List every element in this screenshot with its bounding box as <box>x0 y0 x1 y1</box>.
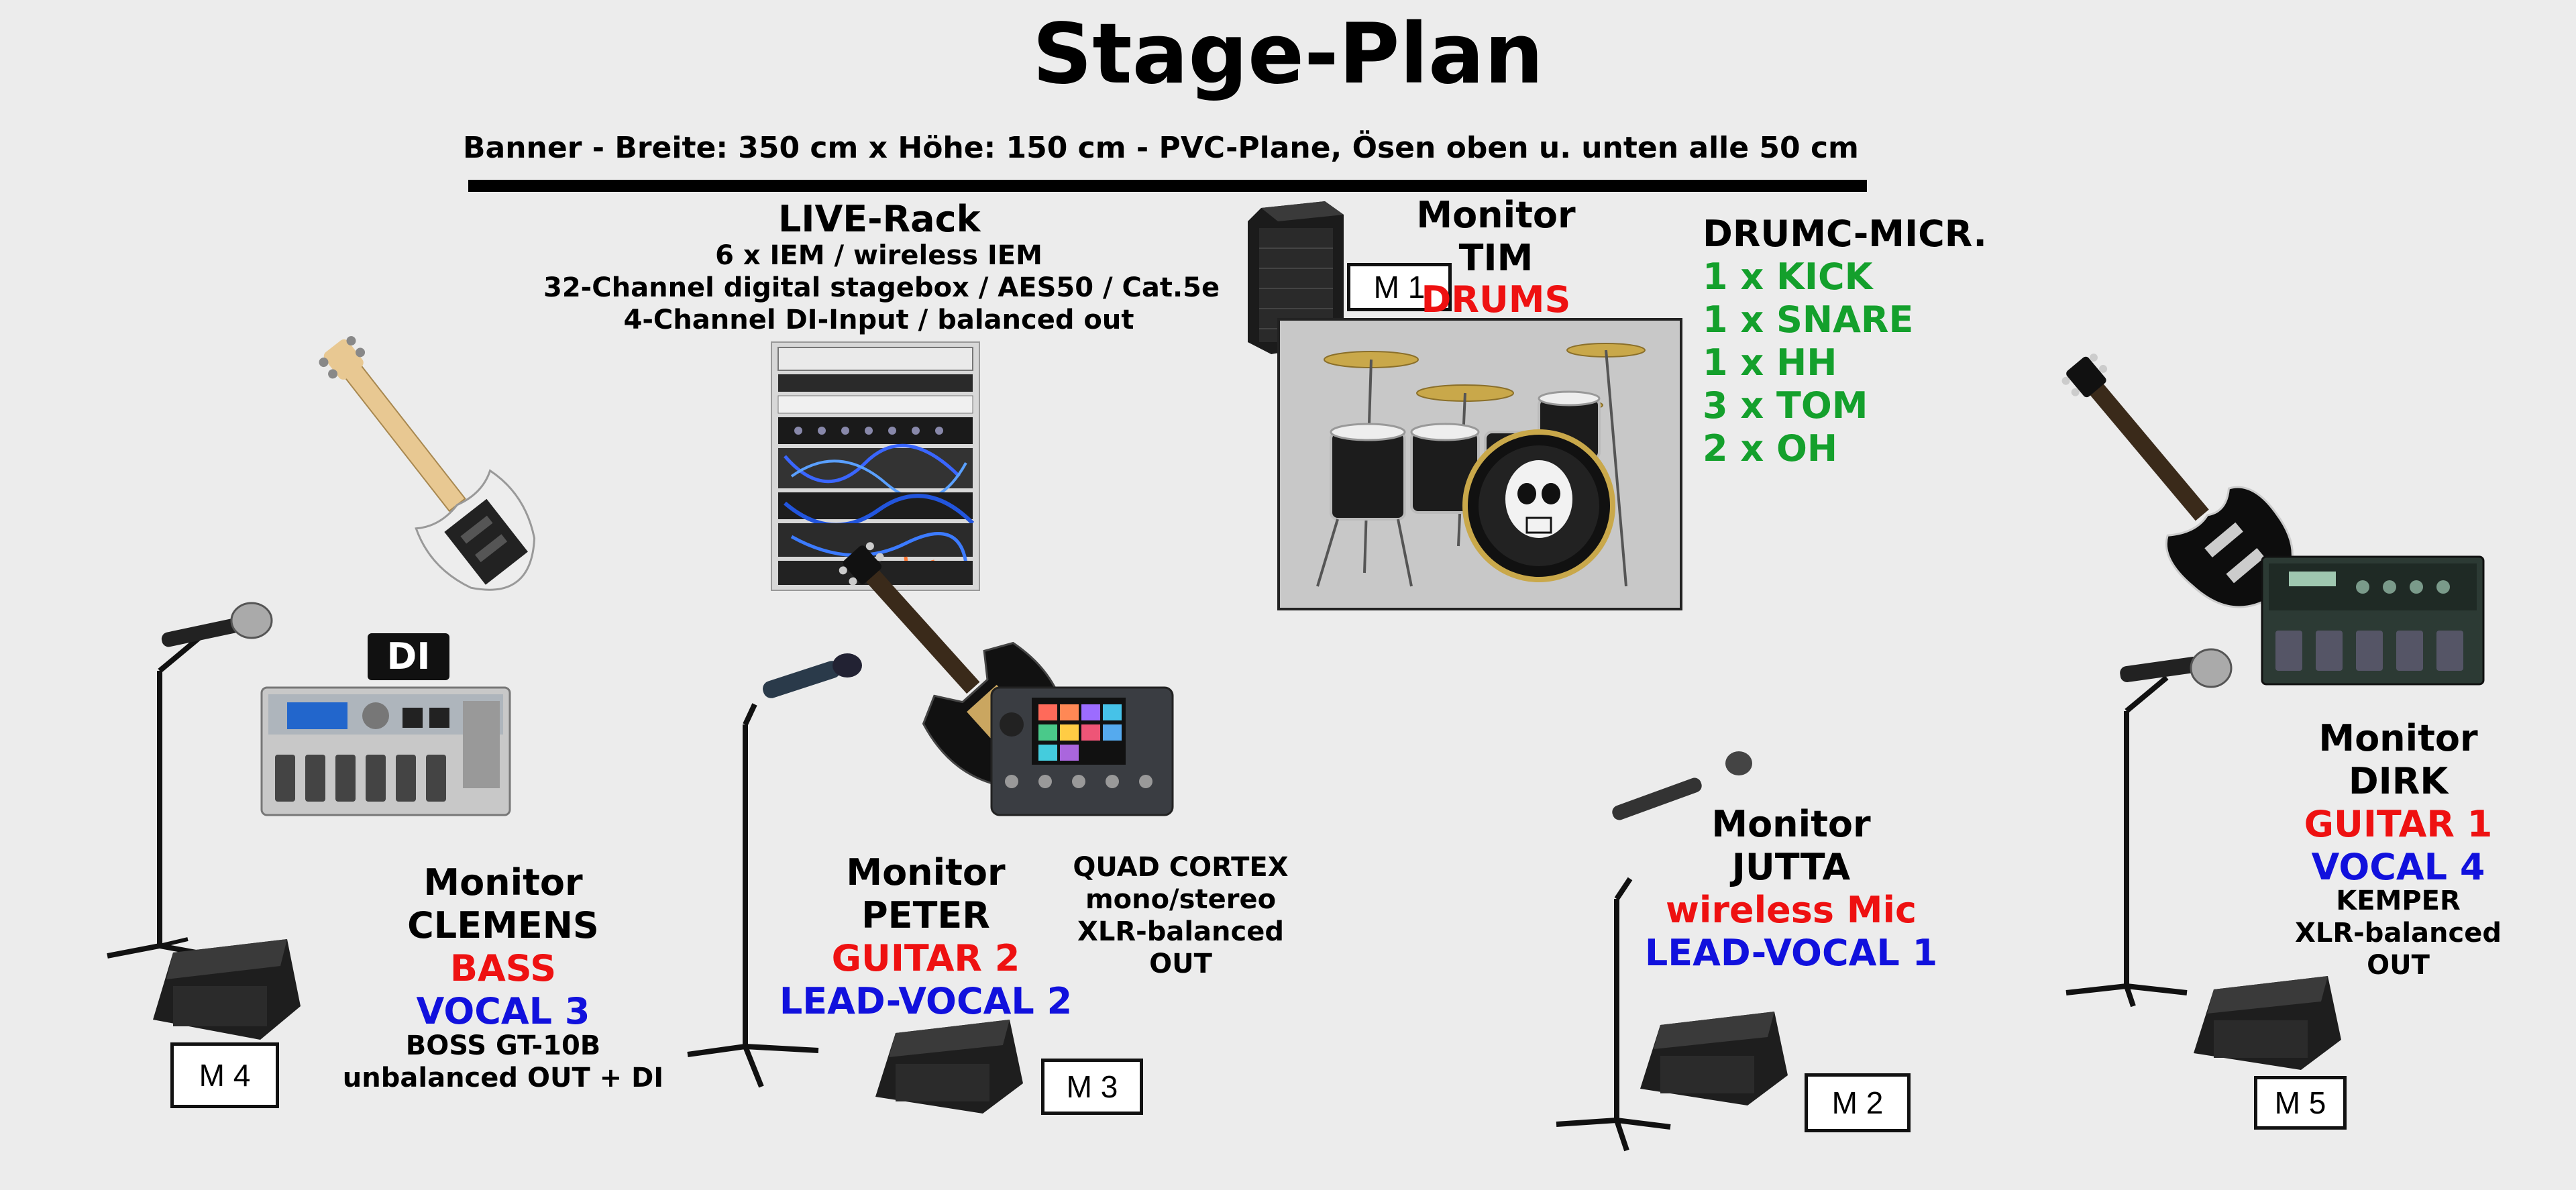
jutta-mic-stand <box>1556 751 1752 1152</box>
quad-cortex-line-3: XLR-balanced <box>1077 916 1284 947</box>
jutta-name: JUTTA <box>1731 846 1851 888</box>
tim-role: DRUMS <box>1421 278 1571 321</box>
dirk-mic-stand <box>2065 648 2233 1008</box>
live-rack-image <box>771 341 980 591</box>
m5-label: M 5 <box>2254 1076 2347 1130</box>
drum-mics-title: DRUMC-MICR. <box>1703 213 1987 255</box>
live-rack-line-3: 4-Channel DI-Input / balanced out <box>623 305 1134 335</box>
clemens-role: BASS <box>449 947 557 989</box>
quad-cortex-line-2: mono/stereo <box>1085 884 1277 915</box>
boss-gt10b-image <box>260 686 511 816</box>
live-rack-title: LIVE-Rack <box>778 198 981 240</box>
peter-role: GUITAR 2 <box>831 937 1020 979</box>
m1-label: M 1 <box>1347 263 1452 311</box>
tim-name: TIM <box>1458 237 1534 279</box>
clemens-gear-1: BOSS GT-10B <box>405 1030 601 1061</box>
dirk-monitor-heading: Monitor <box>2318 717 2478 759</box>
di-label: DI <box>386 635 431 678</box>
dirk-gear-2: XLR-balanced <box>2294 918 2502 949</box>
dirk-role: GUITAR 1 <box>2304 803 2493 845</box>
banner-line <box>468 180 1867 192</box>
peter-vocal: LEAD-VOCAL 2 <box>779 980 1073 1022</box>
dirk-name: DIRK <box>2348 760 2449 802</box>
drum-mic-hh: 1 x HH <box>1703 341 1837 384</box>
jutta-role: wireless Mic <box>1665 889 1917 931</box>
live-rack-line-1: 6 x IEM / wireless IEM <box>715 240 1042 271</box>
m1-monitor-speaker <box>1248 201 1344 354</box>
m4-label: M 4 <box>170 1042 279 1108</box>
peter-monitor-heading: Monitor <box>846 851 1006 894</box>
quad-cortex-image <box>990 686 1174 816</box>
jutta-vocal: LEAD-VOCAL 1 <box>1644 932 1938 974</box>
dirk-gear-3: OUT <box>2367 950 2430 981</box>
banner-spec: Banner - Breite: 350 cm x Höhe: 150 cm -… <box>463 131 1859 165</box>
m4-monitor-wedge <box>153 939 301 1040</box>
drum-kit-image <box>1277 318 1682 610</box>
m2-monitor-wedge <box>1640 1012 1788 1105</box>
dirk-vocal: VOCAL 4 <box>2311 846 2485 888</box>
di-box: DI <box>368 633 449 680</box>
quad-cortex-line-4: OUT <box>1149 949 1212 979</box>
m2-label: M 2 <box>1805 1073 1911 1132</box>
drum-mic-snare: 1 x SNARE <box>1703 299 1914 341</box>
dirk-gear-1: KEMPER <box>2336 885 2461 916</box>
page-title: Stage-Plan <box>1032 6 1544 103</box>
kemper-image <box>2261 555 2485 686</box>
peter-name: PETER <box>861 894 990 936</box>
clemens-name: CLEMENS <box>407 904 599 946</box>
drum-mic-kick: 1 x KICK <box>1703 256 1873 298</box>
drum-mic-tom: 3 x TOM <box>1703 384 1868 427</box>
jutta-monitor-heading: Monitor <box>1711 803 1871 845</box>
live-rack-line-2: 32-Channel digital stagebox / AES50 / Ca… <box>543 272 1220 303</box>
drum-mic-oh: 2 x OH <box>1703 427 1838 470</box>
m5-monitor-wedge <box>2194 976 2341 1070</box>
m3-monitor-wedge <box>875 1020 1023 1114</box>
tim-monitor-heading: Monitor <box>1416 194 1576 236</box>
bass-guitar-image <box>319 336 536 591</box>
clemens-gear-2: unbalanced OUT + DI <box>342 1063 664 1093</box>
m3-label: M 3 <box>1041 1059 1143 1115</box>
peter-mic-stand <box>687 653 862 1088</box>
clemens-vocal: VOCAL 3 <box>416 990 590 1032</box>
clemens-monitor-heading: Monitor <box>423 861 583 904</box>
quad-cortex-line-1: QUAD CORTEX <box>1073 852 1289 883</box>
dirk-guitar-image <box>2061 354 2294 608</box>
